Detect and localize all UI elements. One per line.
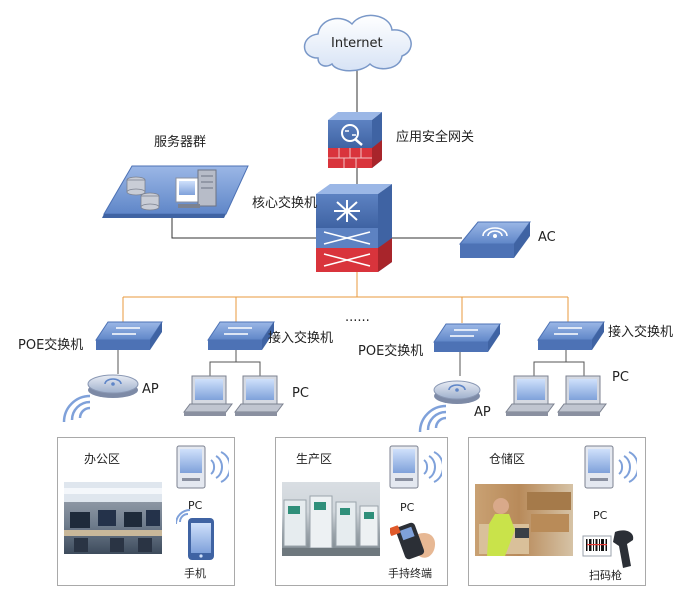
desktop-pc-icon xyxy=(183,375,233,416)
production-pc-label: PC xyxy=(400,501,415,514)
access-switch-left-label: 接入交换机 xyxy=(268,331,334,346)
core-switch-label: 核心交换机 xyxy=(252,196,318,211)
ap-right-label: AP xyxy=(474,405,491,420)
poe-switch-left-icon xyxy=(95,321,163,350)
ap-left-label: AP xyxy=(142,382,159,397)
access-switch-left-icon xyxy=(207,321,275,350)
wifi-signal-right-icon xyxy=(418,404,447,433)
uplink-lines xyxy=(171,68,462,239)
warehouse-photo-shapes xyxy=(479,492,571,556)
ellipsis-label: ...... xyxy=(345,310,370,325)
access-switch-right-label: 接入交换机 xyxy=(608,325,674,340)
barcode-scanner-label: 扫码枪 xyxy=(589,569,622,582)
access-lines xyxy=(117,350,585,376)
access-switch-right-icon xyxy=(537,321,605,350)
handheld-terminal-label: 手持终端 xyxy=(388,567,432,580)
poe-switch-right-label: POE交换机 xyxy=(358,344,424,359)
desktop-pc-icon xyxy=(557,375,607,416)
distribution-lines xyxy=(122,272,569,323)
ap-right-icon xyxy=(433,380,481,404)
warehouse-pc-icon xyxy=(584,445,637,489)
warehouse-pc-label: PC xyxy=(593,509,608,522)
office-zone: 办公区 PC xyxy=(57,437,235,586)
poe-switch-left-label: POE交换机 xyxy=(18,338,84,353)
handheld-terminal-icon xyxy=(390,522,436,560)
office-pc-icon xyxy=(176,445,229,489)
mobile-phone-label: 手机 xyxy=(184,567,206,580)
zone-title: 仓储区 xyxy=(489,452,526,466)
server-cluster-icon xyxy=(102,165,249,218)
pc-group-left xyxy=(183,375,284,416)
production-zone: 生产区 PC 手持终端 xyxy=(275,437,448,586)
security-gateway-icon xyxy=(328,112,382,168)
zone-title: 办公区 xyxy=(84,452,121,466)
production-photo xyxy=(282,482,380,556)
ac-controller-icon xyxy=(458,221,531,258)
server-cluster-label: 服务器群 xyxy=(154,135,207,150)
desktop-pc-icon xyxy=(234,375,284,416)
mobile-phone-icon xyxy=(176,509,214,560)
warehouse-zone: 仓储区 PC xyxy=(468,437,646,586)
internet-label: Internet xyxy=(331,36,383,51)
production-photo-shapes xyxy=(282,495,380,556)
pc-right-label: PC xyxy=(612,370,629,385)
production-pc-icon xyxy=(389,445,442,489)
office-photo-shapes xyxy=(64,488,162,552)
gateway-label: 应用安全网关 xyxy=(396,130,475,145)
ap-left-icon xyxy=(87,374,139,398)
barcode-scanner-icon xyxy=(582,530,634,568)
warehouse-photo xyxy=(475,484,573,556)
core-switch-icon xyxy=(316,184,392,272)
pc-left-label: PC xyxy=(292,386,309,401)
poe-switch-right-icon xyxy=(433,323,501,352)
ac-label: AC xyxy=(538,230,556,245)
internet-cloud-icon xyxy=(303,14,412,72)
desktop-pc-icon xyxy=(505,375,555,416)
pc-group-right xyxy=(505,375,607,416)
office-pc-label: PC xyxy=(188,499,203,512)
wifi-signal-left-icon xyxy=(62,394,91,423)
office-photo xyxy=(64,482,162,554)
zone-title: 生产区 xyxy=(296,452,333,466)
